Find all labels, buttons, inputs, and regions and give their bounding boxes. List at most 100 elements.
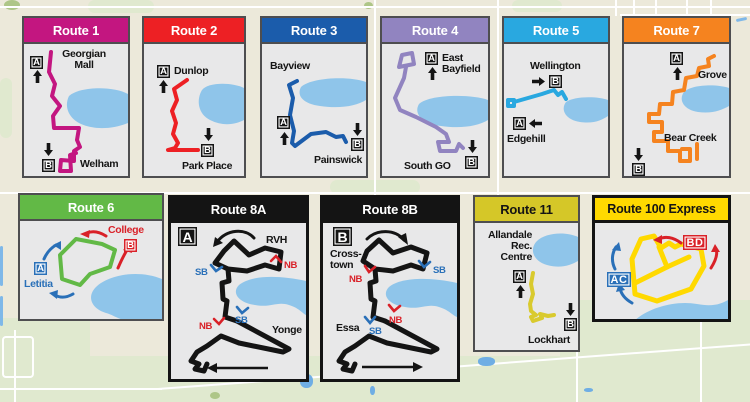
route-5-map: Wellington B A Edgehill <box>504 44 608 176</box>
road-loop <box>2 336 34 378</box>
route-6-b-marker: B <box>124 239 137 252</box>
route-11-top-label: Allandale Rec. Centre <box>480 230 532 263</box>
red-curved-arrow <box>85 230 108 238</box>
up-arrow-icon <box>516 285 525 298</box>
route-8a-stem <box>219 266 240 324</box>
route-6-b-label: College <box>108 224 144 236</box>
route-3-title: Route 3 <box>290 22 338 38</box>
route-1-map-art <box>47 50 128 173</box>
route-4-line <box>393 65 465 153</box>
route-4-map-art <box>393 51 488 153</box>
route-2-title: Route 2 <box>170 22 218 38</box>
route-7-b-marker: B <box>632 163 645 176</box>
route-1-top-label: Georgian Mall <box>58 49 110 71</box>
route-8b-map: B Cross- town NB SB NB SB Essa <box>323 223 457 379</box>
route-8b-marker: B <box>333 227 352 246</box>
sb-label: SB <box>195 267 208 278</box>
route-100-bd-marker: BD <box>683 235 707 250</box>
lake <box>91 273 162 319</box>
route-8a-rvh-label: RVH <box>266 234 288 246</box>
sb-label: SB <box>369 326 382 337</box>
route-4-top-label: East Bayfield <box>442 53 481 75</box>
lake <box>198 83 244 125</box>
route-6-header: Route 6 <box>20 195 162 221</box>
road <box>655 0 657 16</box>
route-6-map-art <box>42 230 162 319</box>
route-6-loop <box>58 237 117 287</box>
route-7-title: Route 7 <box>653 22 700 38</box>
nb-label: NB <box>389 315 403 326</box>
route-7-map-art <box>647 54 729 163</box>
blue-arrowhead <box>612 242 621 251</box>
route-8b-crosstown-label: Cross- town <box>330 248 362 271</box>
road <box>620 14 750 16</box>
route-5-header: Route 5 <box>504 18 608 44</box>
lake <box>299 78 366 108</box>
red-arrowhead <box>80 230 90 238</box>
up-arrow-icon <box>428 67 437 80</box>
route-8a-header: Route 8A <box>171 198 306 223</box>
route-1-b-marker: B <box>42 159 55 172</box>
road <box>0 388 162 390</box>
red-arrowhead <box>653 235 662 244</box>
blue-curved-arrow <box>42 243 58 261</box>
route-8b-essa-label: Essa <box>336 322 360 334</box>
up-arrow-icon <box>33 70 42 83</box>
down-arrow-icon <box>634 148 643 161</box>
label-line: Mall <box>74 59 94 71</box>
down-arrow-icon <box>204 128 213 141</box>
nb-chevron <box>212 316 226 326</box>
route-8b-card: Route 8B B Cross- town NB <box>320 195 460 382</box>
sb-chevron <box>363 315 377 326</box>
label-line: town <box>330 259 354 271</box>
lake <box>563 97 608 123</box>
pond <box>584 388 593 392</box>
stream <box>735 16 748 23</box>
sb-chevron <box>235 305 250 315</box>
loop-direction-arrow <box>215 229 256 244</box>
route-11-bottom-label: Lockhart <box>528 334 570 346</box>
route-8a-marker: A <box>178 227 197 246</box>
up-arrow-icon <box>673 67 682 80</box>
label-line: Cross- <box>330 248 362 260</box>
route-7-mid-label: Bear Creek <box>664 132 717 144</box>
route-100-map-art <box>611 233 728 319</box>
route-100-inner-2 <box>632 264 670 286</box>
route-4-bottom-label: South GO <box>404 160 451 172</box>
down-arrow-icon <box>468 140 477 153</box>
blue-arrowhead <box>53 241 61 250</box>
route-8a-yonge-label: Yonge <box>272 324 302 336</box>
up-arrow-icon <box>280 132 289 145</box>
route-4-loop <box>397 51 416 69</box>
route-4-card: Route 4 A East Bayfield B South GO <box>380 16 490 178</box>
route-8b-south-loop <box>336 318 440 374</box>
road <box>497 0 499 195</box>
sb-chevron <box>417 259 432 269</box>
road <box>686 0 688 16</box>
route-2-map: A Dunlop B Park Place <box>144 44 244 176</box>
nb-label: NB <box>349 274 363 285</box>
route-4-map: A East Bayfield B South GO <box>382 44 488 176</box>
route-11-map-art <box>528 233 578 323</box>
nb-label: NB <box>284 260 298 271</box>
route-2-top-label: Dunlop <box>174 65 209 77</box>
route-100-map: BD AC <box>595 223 728 319</box>
route-11-line <box>528 271 556 323</box>
route-100-card: Route 100 Express BD AC <box>592 195 731 322</box>
route-2-a-marker: A <box>157 65 170 78</box>
route-8b-map-art <box>336 230 457 374</box>
route-11-card: Route 11 Allandale Rec. Centre A B Lockh… <box>473 195 580 352</box>
nb-chevron <box>387 303 402 313</box>
route-4-title: Route 4 <box>411 22 459 38</box>
stream <box>0 246 3 286</box>
route-3-map: Bayview A B Painswick <box>262 44 366 176</box>
route-1-map: A Georgian Mall B Welham <box>24 44 128 176</box>
sb-label: SB <box>235 315 248 326</box>
down-arrow-icon <box>353 123 362 136</box>
route-5-top-label: Wellington <box>530 60 581 72</box>
route-8b-top-loop <box>360 237 430 274</box>
road <box>374 0 376 195</box>
right-arrow-icon <box>532 77 545 86</box>
route-8a-title: Route 8A <box>210 201 267 217</box>
route-2-b-marker: B <box>201 144 214 157</box>
